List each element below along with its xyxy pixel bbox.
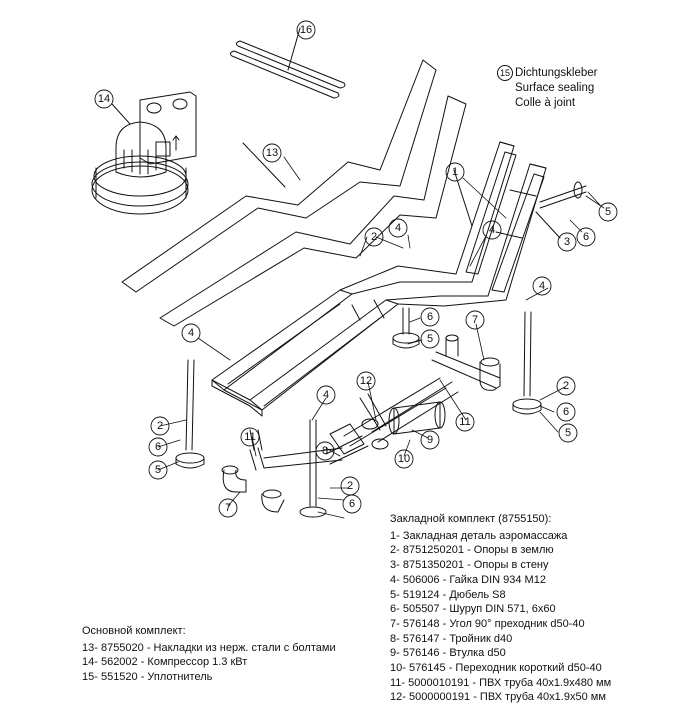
- callout-14: 14: [94, 89, 114, 109]
- callout-16: 16: [296, 20, 316, 40]
- svg-text:11: 11: [459, 416, 470, 428]
- legend-embedded-kit: Закладной комплект (8755150): 1- Закладн…: [390, 512, 611, 705]
- svg-text:7: 7: [225, 502, 231, 514]
- callout-11-a: 11: [240, 427, 260, 447]
- svg-text:6: 6: [155, 441, 161, 453]
- sealing-note-fr: Colle à joint: [515, 97, 576, 109]
- callout-9: 9: [420, 430, 440, 450]
- callout-10: 10: [394, 449, 414, 469]
- svg-text:4: 4: [489, 224, 495, 236]
- legend-item: 14- 562002 - Компрессор 1.3 кВт: [82, 656, 248, 669]
- callout-5-b: 5: [420, 329, 440, 349]
- svg-text:5: 5: [427, 333, 433, 345]
- callout-15: 15: [497, 65, 513, 81]
- callout-6-e: 6: [342, 494, 362, 514]
- legend-basic-kit: Основной комплект: 13- 8755020 - Накладк…: [82, 624, 336, 685]
- svg-text:8: 8: [322, 445, 328, 457]
- legend-item: 10- 576145 - Переходник короткий d50-40: [390, 662, 602, 675]
- svg-text:4: 4: [188, 327, 194, 339]
- callouts: 16 14 13 1 5 6 3 2 4 4 4 4 6 5 7 12 4 2 …: [94, 20, 618, 518]
- callout-6-c: 6: [556, 402, 576, 422]
- callout-4-c: 4: [532, 276, 552, 296]
- callout-4-b: 4: [482, 220, 502, 240]
- svg-text:12: 12: [360, 375, 372, 387]
- callout-7-b: 7: [218, 498, 238, 518]
- svg-text:2: 2: [157, 420, 163, 432]
- svg-text:6: 6: [349, 498, 355, 510]
- callout-2-b: 2: [556, 376, 576, 396]
- svg-text:10: 10: [398, 453, 410, 465]
- sealing-note-en: Surface sealing: [515, 82, 595, 94]
- legend-item: 3- 8751350201 - Опоры в стену: [390, 559, 549, 572]
- legend-embedded-title: Закладной комплект (8755150):: [390, 513, 552, 525]
- svg-text:5: 5: [155, 464, 161, 476]
- svg-text:3: 3: [564, 236, 570, 248]
- legend-item: 11- 5000010191 - ПВХ труба 40x1.9x480 мм: [390, 676, 612, 689]
- legend-item: 12- 5000000191 - ПВХ труба 40x1.9x50 мм: [390, 691, 606, 704]
- legend-item: 13- 8755020 - Накладки из нерж. стали с …: [82, 641, 336, 654]
- legend-item: 15- 551520 - Уплотнитель: [82, 671, 213, 684]
- sealing-note: 15 Dichtungskleber Surface sealing Colle…: [497, 65, 598, 111]
- svg-text:2: 2: [563, 380, 569, 392]
- svg-text:2: 2: [347, 480, 353, 492]
- callout-4-d: 4: [181, 323, 201, 343]
- svg-text:9: 9: [427, 434, 433, 446]
- svg-text:6: 6: [563, 406, 569, 418]
- callout-5-top: 5: [598, 202, 618, 222]
- callout-6-d: 6: [148, 437, 168, 457]
- legend-item: 1- Закладная деталь аэромассажа: [390, 529, 568, 542]
- callout-11-b: 11: [455, 412, 475, 432]
- svg-text:4: 4: [539, 280, 545, 292]
- callout-3: 3: [557, 232, 577, 252]
- sealing-note-de: Dichtungskleber: [515, 67, 598, 79]
- callout-12: 12: [356, 371, 376, 391]
- callout-5-c: 5: [558, 423, 578, 443]
- part-16-strips: [229, 27, 346, 99]
- leader-lines: [157, 156, 605, 519]
- part-1-embedded-frame: [211, 141, 547, 417]
- legend-item: 5- 519124 - Дюбель S8: [390, 588, 506, 601]
- svg-text:4: 4: [395, 222, 401, 234]
- legend-item: 2- 8751250201 - Опоры в землю: [390, 544, 554, 557]
- legend-item: 4- 506006 - Гайка DIN 934 M12: [390, 573, 546, 586]
- callout-7-a: 7: [465, 310, 485, 330]
- svg-text:4: 4: [323, 389, 329, 401]
- callout-5-d: 5: [148, 460, 168, 480]
- svg-text:5: 5: [605, 206, 611, 218]
- legend-item: 9- 576146 - Втулка d50: [390, 647, 506, 660]
- svg-text:6: 6: [427, 311, 433, 323]
- legend-item: 6- 505507 - Шуруп DIN 571, 6x60: [390, 603, 556, 616]
- legend-item: 8- 576147 - Тройник d40: [390, 632, 513, 645]
- svg-text:16: 16: [300, 24, 312, 36]
- callout-8: 8: [315, 441, 335, 461]
- legend-basic-title: Основной комплект:: [82, 625, 186, 637]
- svg-text:2: 2: [371, 231, 377, 243]
- svg-text:1: 1: [452, 166, 458, 178]
- svg-text:6: 6: [583, 231, 589, 243]
- part-14-compressor: [91, 91, 197, 215]
- callout-2-a: 2: [364, 227, 384, 247]
- callout-4-e: 4: [316, 385, 336, 405]
- callout-4-a: 4: [388, 218, 408, 238]
- svg-text:14: 14: [98, 93, 110, 105]
- svg-text:11: 11: [244, 431, 255, 443]
- svg-text:13: 13: [266, 147, 278, 159]
- svg-text:7: 7: [472, 314, 478, 326]
- legend-item: 7- 576148 - Угол 90° преходник d50-40: [390, 617, 585, 630]
- part-13-cover-plates: [121, 59, 467, 327]
- callout-2-d: 2: [340, 476, 360, 496]
- callout-13: 13: [262, 143, 282, 163]
- callout-1: 1: [445, 162, 465, 182]
- callout-6-top: 6: [576, 227, 596, 247]
- svg-text:5: 5: [565, 427, 571, 439]
- callout-6-b: 6: [420, 307, 440, 327]
- callout-2-c: 2: [150, 416, 170, 436]
